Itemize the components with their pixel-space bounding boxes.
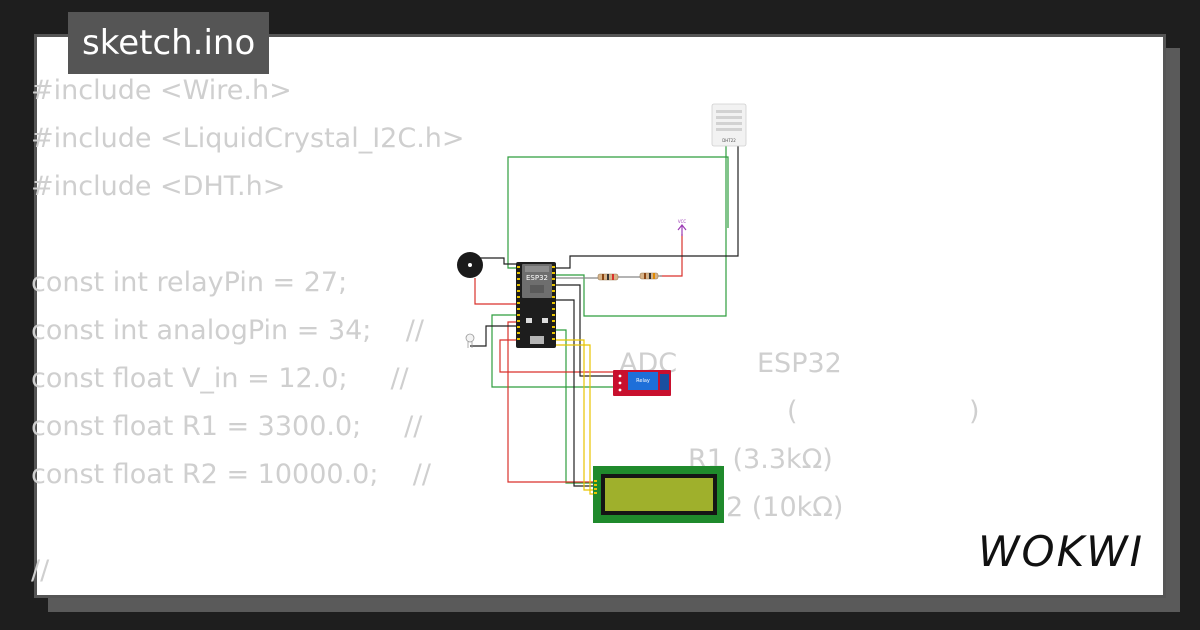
esp32-board: ESP32 xyxy=(516,262,556,348)
dht22-sensor: DHT22 xyxy=(711,103,747,147)
resistor-r1 xyxy=(597,273,619,281)
code-line: const int analogPin = 34; // xyxy=(31,315,424,346)
dht22-label: DHT22 xyxy=(722,138,736,143)
lcd-display xyxy=(593,466,724,523)
code-line: const float R2 = 10000.0; // xyxy=(31,459,431,490)
wire-red xyxy=(507,321,597,483)
wire-black xyxy=(470,325,516,347)
code-line: // xyxy=(31,555,50,586)
wire-yellow xyxy=(556,344,597,495)
code-line: #include <Wire.h> xyxy=(31,75,292,106)
wire-black xyxy=(556,299,597,487)
esp32-label: ESP32 xyxy=(526,274,548,282)
relay-label: Relay xyxy=(636,378,650,384)
wokwi-logo: WOKWI xyxy=(978,527,1144,576)
resistor-r2 xyxy=(639,272,659,280)
wokwi-logo-text: WOKWI xyxy=(978,527,1144,576)
vcc-label: VCC xyxy=(678,219,687,224)
wire-green xyxy=(491,314,620,388)
code-line: #include <LiquidCrystal_I2C.h> xyxy=(31,123,465,154)
wire-black xyxy=(556,140,739,269)
file-tab-title: sketch.ino xyxy=(68,12,270,74)
comment-paren-open: ( xyxy=(787,396,798,427)
code-line: const float V_in = 12.0; // xyxy=(31,363,409,394)
code-line: #include <DHT.h> xyxy=(31,171,286,202)
buzzer xyxy=(457,252,483,278)
wire-green xyxy=(556,329,597,484)
wire-black xyxy=(556,284,618,377)
relay-module: Relay xyxy=(613,370,671,396)
wire-green xyxy=(507,156,729,269)
wire-red xyxy=(474,278,516,305)
code-background: #include <Wire.h> #include <LiquidCrysta… xyxy=(31,67,465,595)
wire-red xyxy=(499,339,618,373)
wires xyxy=(470,140,739,495)
comment-esp32: ESP32 xyxy=(757,348,842,379)
code-line: const float R1 = 3300.0; // xyxy=(31,411,423,442)
wire-black xyxy=(470,257,516,265)
code-line: const int relayPin = 27; xyxy=(31,267,348,298)
vcc-marker: VCC xyxy=(677,219,687,236)
comment-paren-close: ) xyxy=(969,396,980,427)
wire-red xyxy=(660,234,683,277)
wire-yellow xyxy=(556,339,597,491)
small-sensor xyxy=(465,333,475,348)
comment-r2: 2 (10kΩ) xyxy=(726,492,844,523)
wire-green xyxy=(556,145,727,317)
